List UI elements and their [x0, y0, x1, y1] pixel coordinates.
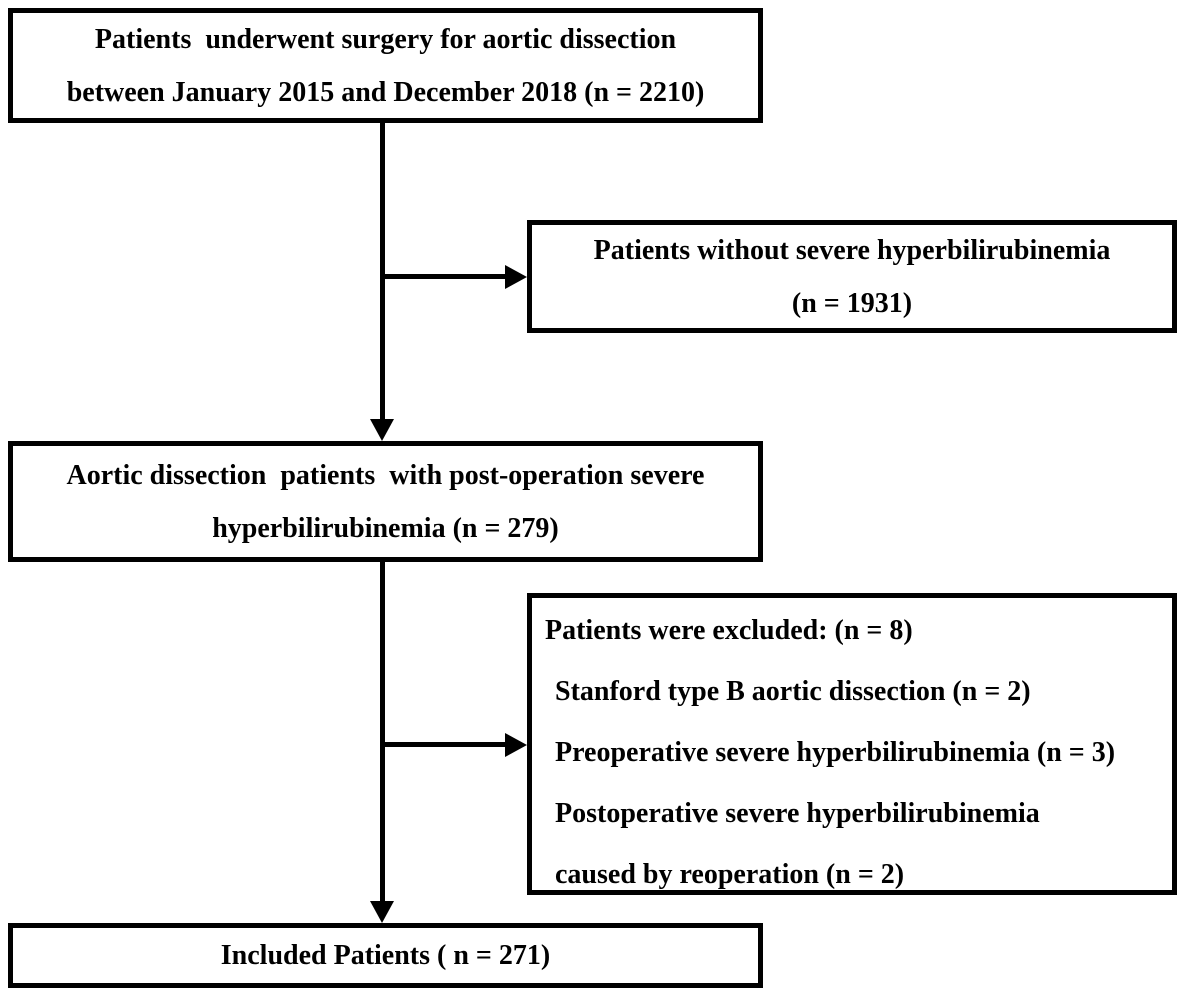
box-postop-line1: Aortic dissection patients with post-ope…	[66, 459, 705, 491]
box-excluded-line1: Patients were excluded: (n = 8)	[545, 615, 913, 646]
arrow-line-postop-to-included	[380, 562, 385, 903]
box-without-line1: Patients without severe hyperbilirubinem…	[593, 234, 1111, 266]
box-excluded-line5: caused by reoperation (n = 2)	[555, 859, 905, 890]
box-postop-severe-hyperbilirubinemia: Aortic dissection patients with post-ope…	[8, 441, 763, 562]
arrow-line-branch-excluded	[380, 742, 506, 747]
box-surgery-total: Patients underwent surgery for aortic di…	[8, 8, 763, 123]
box-without-severe-hyperbilirubinemia: Patients without severe hyperbilirubinem…	[527, 220, 1177, 333]
box-excluded-line3: Preoperative severe hyperbilirubinemia (…	[555, 737, 1116, 768]
arrow-line-branch-without	[380, 274, 506, 279]
box-included-patients: Included Patients ( n = 271)	[8, 923, 763, 988]
box-included-line1: Included Patients ( n = 271)	[220, 940, 551, 971]
arrow-line-total-to-postop	[380, 123, 385, 421]
box-excluded-patients: Patients were excluded: (n = 8) Stanford…	[527, 593, 1177, 895]
arrowhead-down-to-postop-icon	[370, 419, 394, 441]
box-postop-line2: hyperbilirubinemia (n = 279)	[212, 512, 559, 544]
box-excluded-line4: Postoperative severe hyperbilirubinemia	[555, 798, 1040, 829]
box-surgery-total-line1: Patients underwent surgery for aortic di…	[94, 23, 677, 55]
arrowhead-right-to-excluded-icon	[505, 733, 527, 757]
box-excluded-line2: Stanford type B aortic dissection (n = 2…	[555, 676, 1031, 707]
arrowhead-right-to-without-icon	[505, 265, 527, 289]
box-without-line2: (n = 1931)	[791, 287, 913, 319]
arrowhead-down-to-included-icon	[370, 901, 394, 923]
box-surgery-total-line2: between January 2015 and December 2018 (…	[66, 76, 705, 108]
